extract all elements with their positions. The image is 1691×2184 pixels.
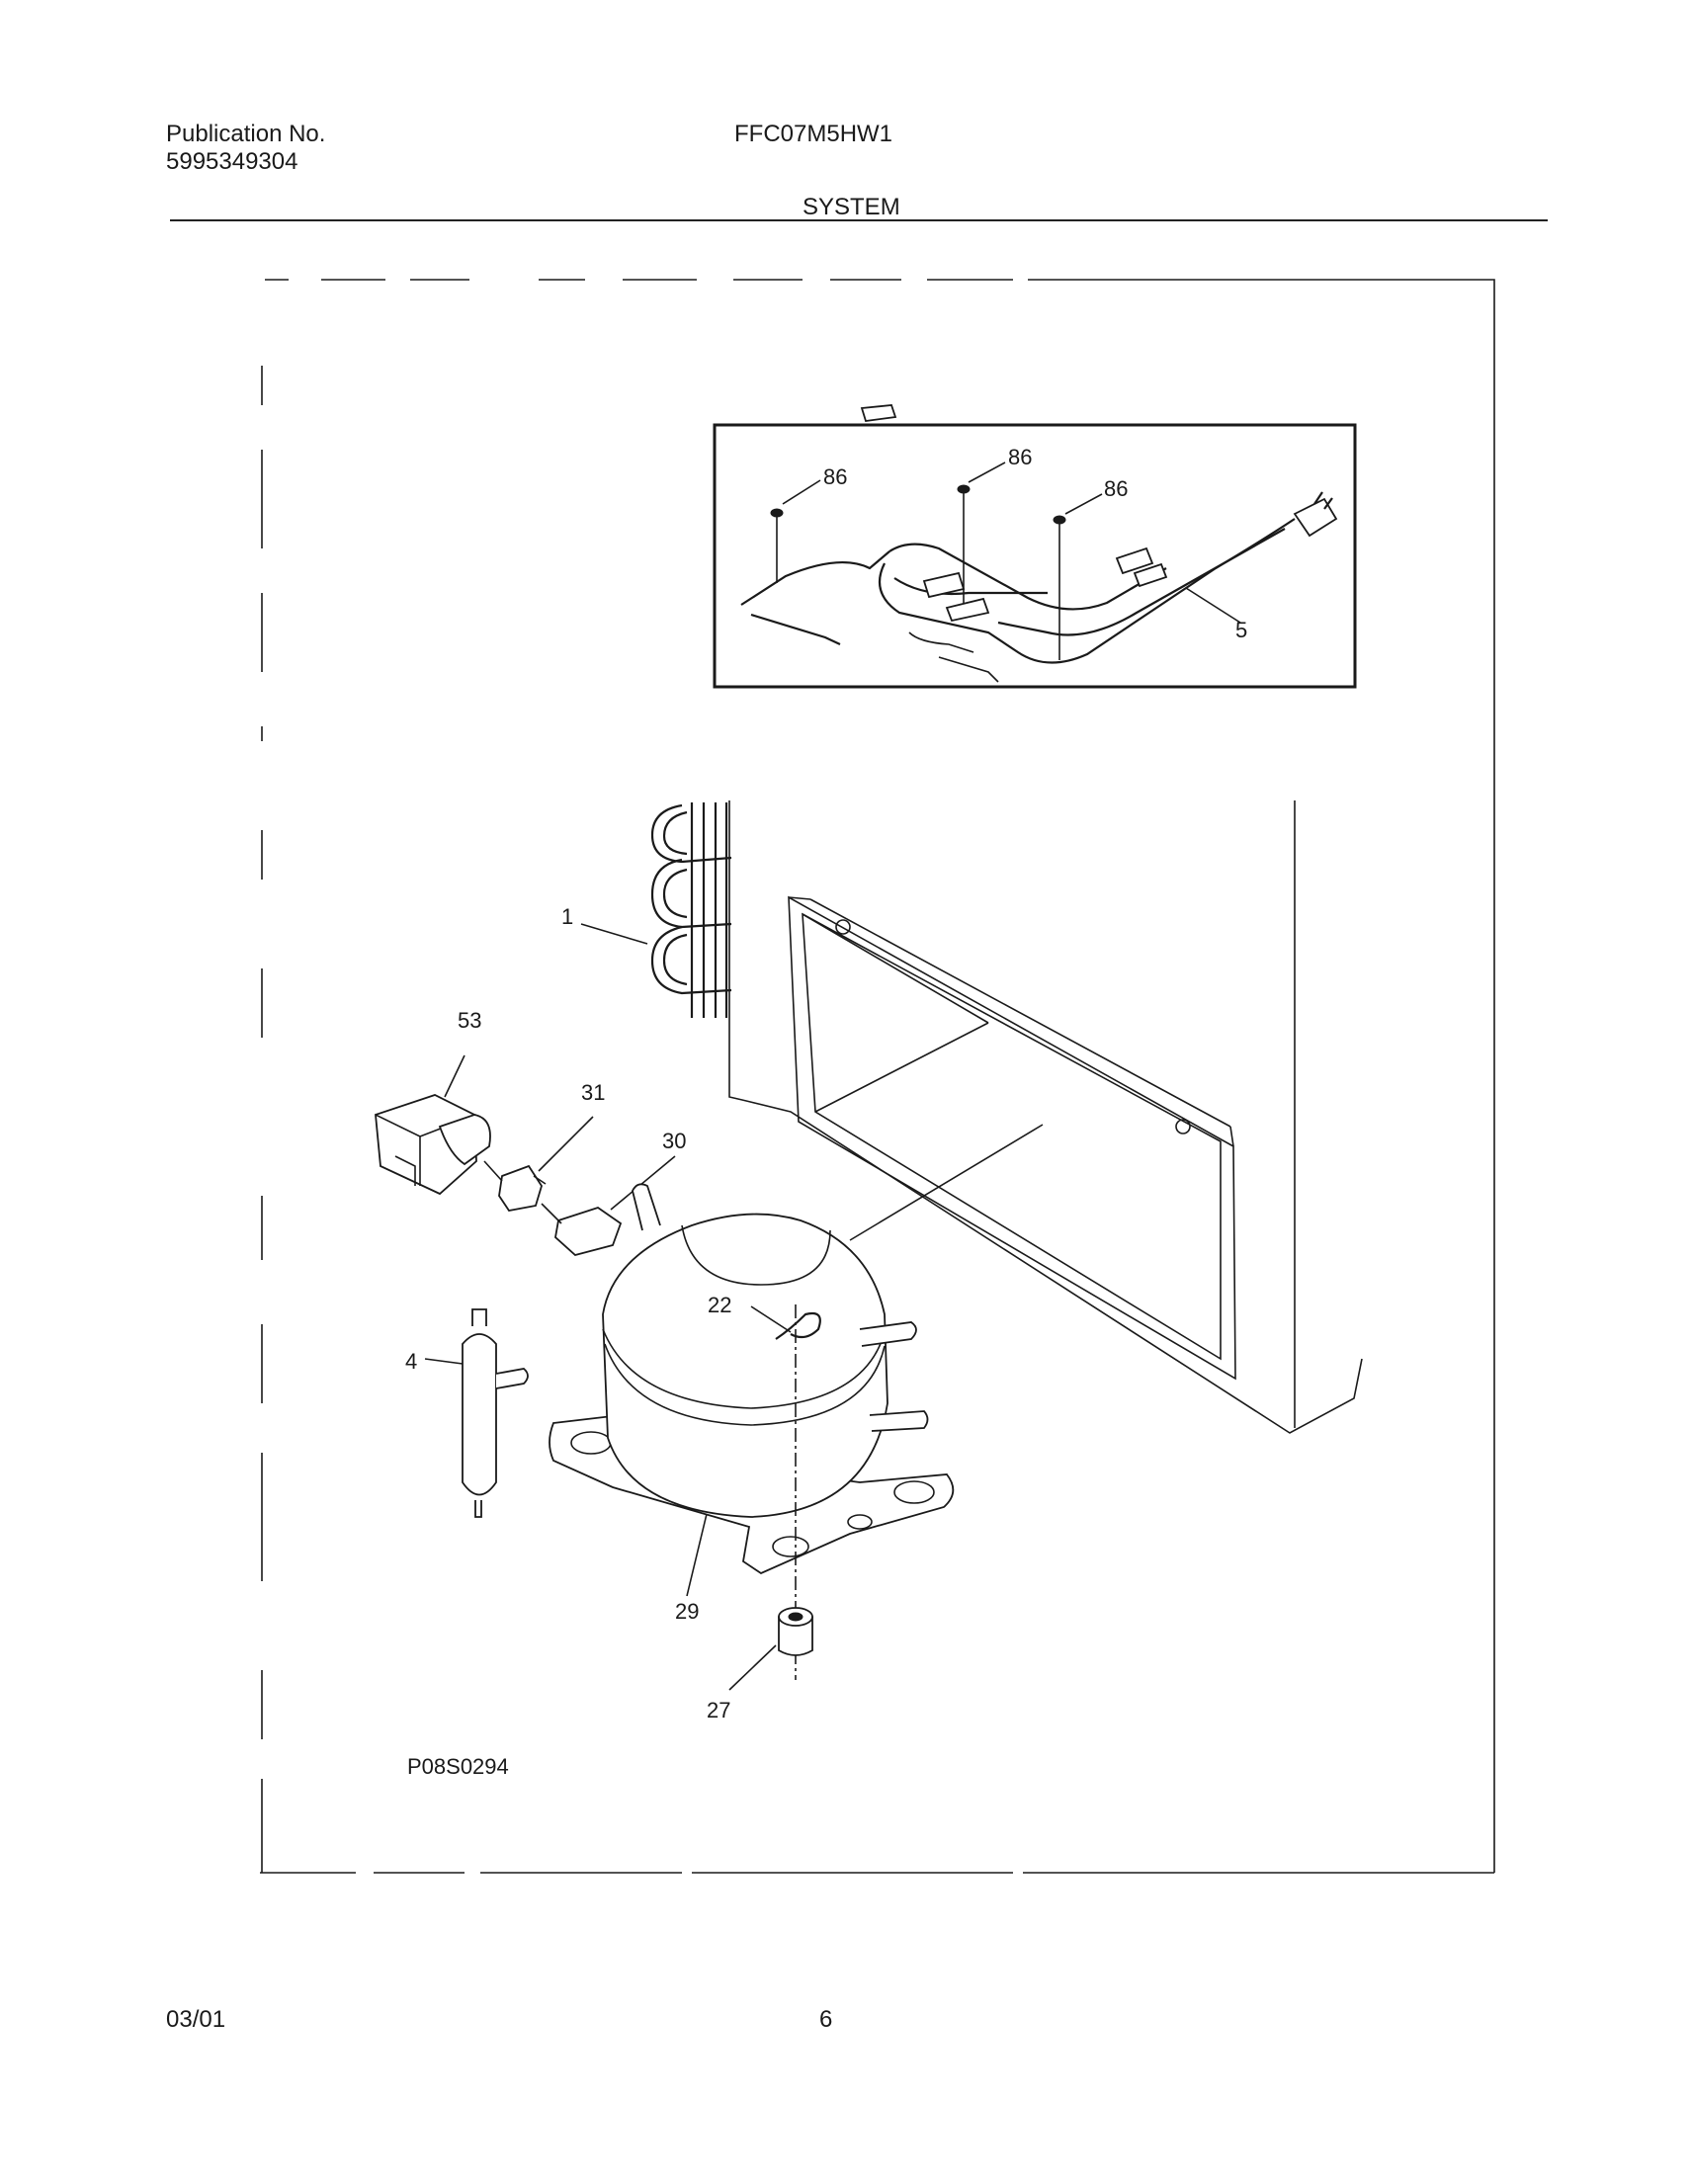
callout-30: 30 [662,1129,686,1153]
callout-29: 29 [675,1599,699,1624]
filter-drier [424,1308,529,1518]
screw-86-left [770,508,784,583]
diagram-frame [260,279,1495,1874]
callout-5: 5 [1235,618,1247,642]
callout-27: 27 [707,1698,730,1722]
page-number: 6 [819,2006,833,2033]
model-number: FFC07M5HW1 [734,121,893,147]
wiring-harness-inset [713,404,1357,689]
callout-22: 22 [708,1293,731,1317]
callout-31: 31 [581,1080,605,1105]
header-rule [170,219,1548,221]
callout-1: 1 [561,904,573,929]
relay [483,1116,594,1212]
wire-clip [750,1305,821,1340]
freezer-cabinet [728,800,1363,1434]
figure-id: P08S0294 [407,1754,509,1779]
footer-date: 03/01 [166,2006,226,2033]
publication-number: 5995349304 [166,148,298,175]
callout-53: 53 [458,1008,481,1033]
callout-4: 4 [405,1349,417,1374]
callout-86-right: 86 [1104,476,1128,501]
publication-label: Publication No. [166,121,326,147]
callout-86-left: 86 [823,464,847,489]
callout-86-center: 86 [1008,445,1032,469]
relay-cover [375,1054,491,1196]
grommet [728,1607,813,1691]
condenser-coil [580,802,732,1018]
compressor [549,1183,955,1680]
section-title: SYSTEM [803,194,900,220]
overload-protector [541,1155,676,1256]
screw-86-right [1053,515,1066,660]
